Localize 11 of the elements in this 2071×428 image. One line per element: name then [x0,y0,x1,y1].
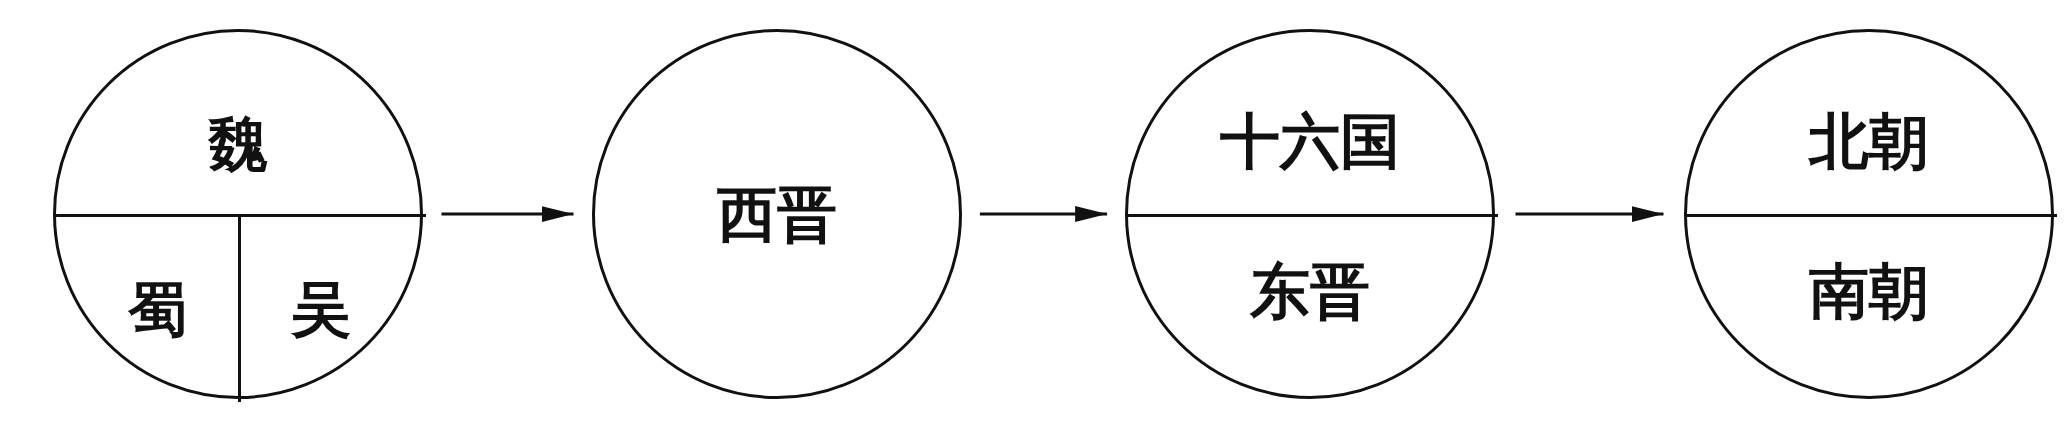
arrow [1515,206,1664,222]
label: 北朝 [1809,111,1929,171]
arrow [979,206,1108,222]
label: 南朝 [1809,261,1929,321]
label: 吴 [291,279,351,339]
label: 魏 [208,114,268,174]
label: 东晋 [1250,261,1370,321]
label: 西晋 [717,184,837,244]
arrow [441,206,574,222]
label: 十六国 [1220,111,1400,171]
label: 蜀 [128,279,188,339]
